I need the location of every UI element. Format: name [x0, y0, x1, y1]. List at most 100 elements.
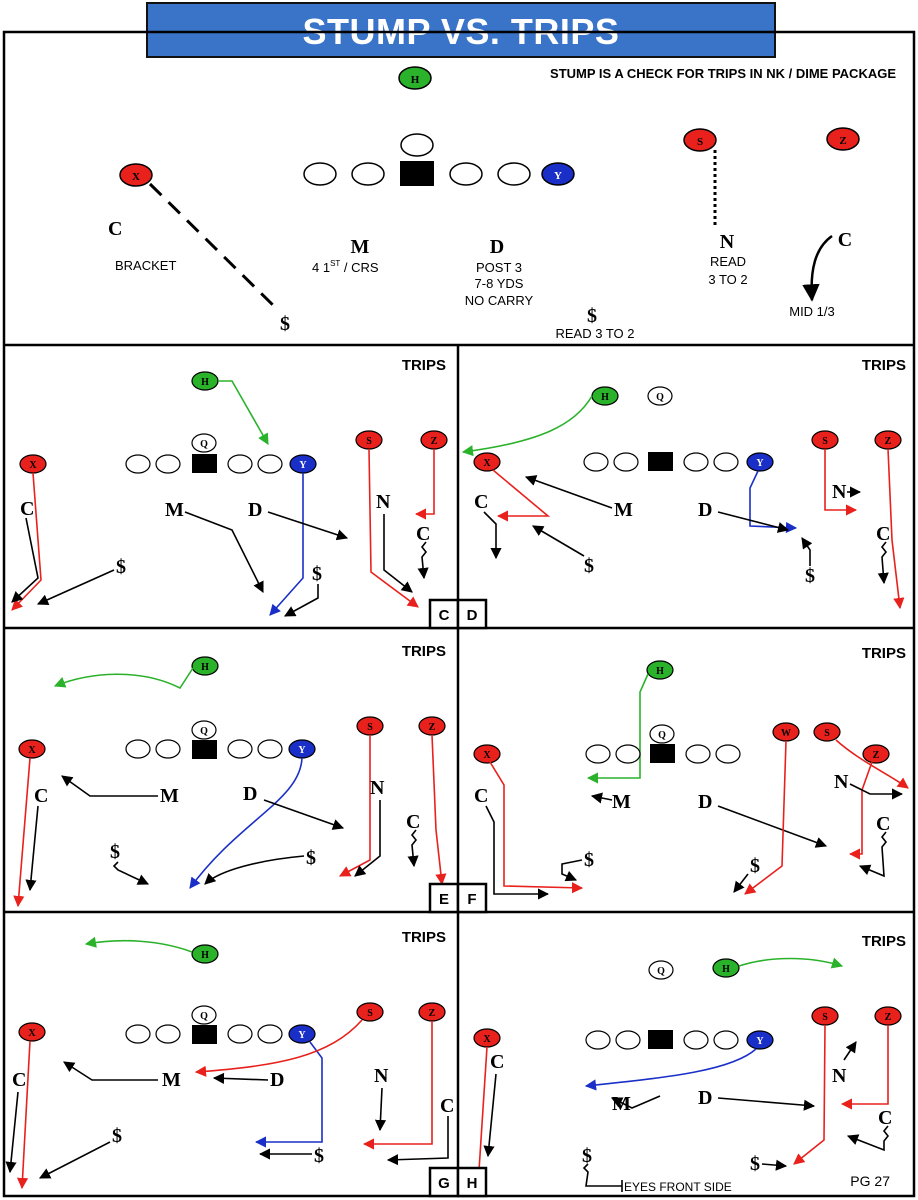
player-z-label: Z	[429, 722, 436, 733]
defender-dollar: $	[582, 1145, 592, 1167]
h-route	[84, 936, 193, 953]
defender-dollar: $	[110, 841, 120, 863]
defender-n: N	[832, 481, 847, 503]
lineman	[449, 162, 483, 186]
h-route	[586, 673, 649, 784]
y-route	[269, 473, 304, 616]
quarterback	[400, 133, 434, 157]
player-x-label: X	[483, 458, 491, 469]
defender-dollar-2: $	[750, 855, 760, 877]
box-letter-f: F	[467, 891, 476, 908]
player-x	[473, 452, 501, 472]
eyes-note: EYES FRONT SIDE	[624, 1180, 732, 1194]
defender-n: N	[374, 1065, 389, 1087]
lineman	[585, 744, 611, 764]
bracket-dash	[148, 182, 280, 312]
defender-d: D	[698, 1087, 712, 1109]
lineman	[613, 452, 639, 472]
defender-d: D	[243, 783, 257, 805]
quarterback	[649, 724, 675, 744]
dollar-route	[36, 569, 115, 605]
player-x-label: X	[28, 745, 36, 756]
d-note-2: 7-8 YDS	[475, 276, 524, 291]
z-route	[431, 734, 447, 886]
c-route	[25, 805, 39, 892]
defender-c: C	[34, 785, 48, 807]
defender-c-2: C	[876, 813, 890, 835]
lineman	[155, 1024, 181, 1044]
s-route	[368, 448, 419, 608]
box-letter-e: E	[439, 891, 449, 908]
x-route	[473, 1046, 488, 1188]
m-route	[63, 1061, 158, 1081]
x-route	[492, 469, 551, 522]
player-y-label: Y	[299, 460, 307, 471]
lineman	[257, 454, 283, 474]
label-box-d: D	[456, 598, 488, 630]
player-h-label: H	[411, 74, 420, 86]
dollar-route	[561, 859, 583, 882]
player-s-label: S	[697, 136, 703, 148]
lineman	[257, 1024, 283, 1044]
player-s-label: S	[824, 728, 830, 739]
defender-n: N	[832, 1065, 847, 1087]
z-route	[848, 761, 873, 860]
player-x-label: X	[483, 1034, 491, 1045]
defender-d: D	[698, 499, 712, 521]
player-z-label: Z	[431, 436, 438, 447]
s-route	[824, 449, 858, 516]
player-x	[473, 744, 501, 764]
defender-dollar-2: $	[750, 1153, 760, 1175]
player-s-label: S	[366, 436, 372, 447]
m-route	[524, 475, 613, 509]
defender-c-2: C	[878, 1107, 892, 1129]
lineman	[583, 452, 609, 472]
player-s-label: S	[367, 1008, 373, 1019]
defender-dollar: $	[116, 556, 126, 578]
player-s-label: S	[367, 722, 373, 733]
box-letter-d: D	[467, 607, 478, 624]
defender-c: C	[12, 1069, 26, 1091]
x-route	[13, 757, 31, 908]
c-route	[483, 1073, 497, 1158]
d-note-1: POST 3	[476, 260, 522, 275]
dollar-route	[532, 525, 585, 557]
player-z-label: Z	[885, 436, 892, 447]
h-route	[53, 667, 194, 690]
center	[192, 740, 217, 759]
box-letter-h: H	[467, 1175, 478, 1192]
defender-c-2: C	[416, 523, 430, 545]
player-h-label: H	[201, 950, 209, 961]
player-h	[646, 660, 674, 680]
subtitle: STUMP IS A CHECK FOR TRIPS IN NK / DIME …	[550, 66, 896, 81]
lineman	[227, 454, 253, 474]
player-y-label: Y	[554, 170, 562, 182]
trips-label: TRIPS	[862, 357, 906, 374]
n-route	[374, 1087, 387, 1132]
label-box-e: E	[428, 882, 460, 914]
player-x-label: X	[132, 171, 140, 183]
player-z	[826, 127, 860, 151]
h-route	[461, 395, 593, 457]
defender-c: C	[474, 785, 488, 807]
z-route	[414, 449, 435, 520]
qb-label: Q	[200, 726, 208, 737]
lineman	[615, 1030, 641, 1050]
player-z-label: Z	[429, 1008, 436, 1019]
dollar-route	[112, 861, 150, 885]
defender-n: N	[370, 777, 385, 799]
defender-d: D	[270, 1069, 284, 1091]
defender-c: C	[20, 498, 34, 520]
s-route	[339, 735, 371, 877]
player-z	[862, 744, 890, 764]
player-h-label: H	[201, 662, 209, 673]
d-route	[717, 1097, 816, 1111]
y-route	[584, 1048, 757, 1091]
player-s	[683, 128, 717, 152]
n-note-2: 3 TO 2	[708, 272, 747, 287]
n-route	[849, 783, 904, 800]
defender-dollar-mid: $	[587, 305, 597, 327]
lineman	[125, 739, 151, 759]
player-y-label: Y	[756, 458, 764, 469]
